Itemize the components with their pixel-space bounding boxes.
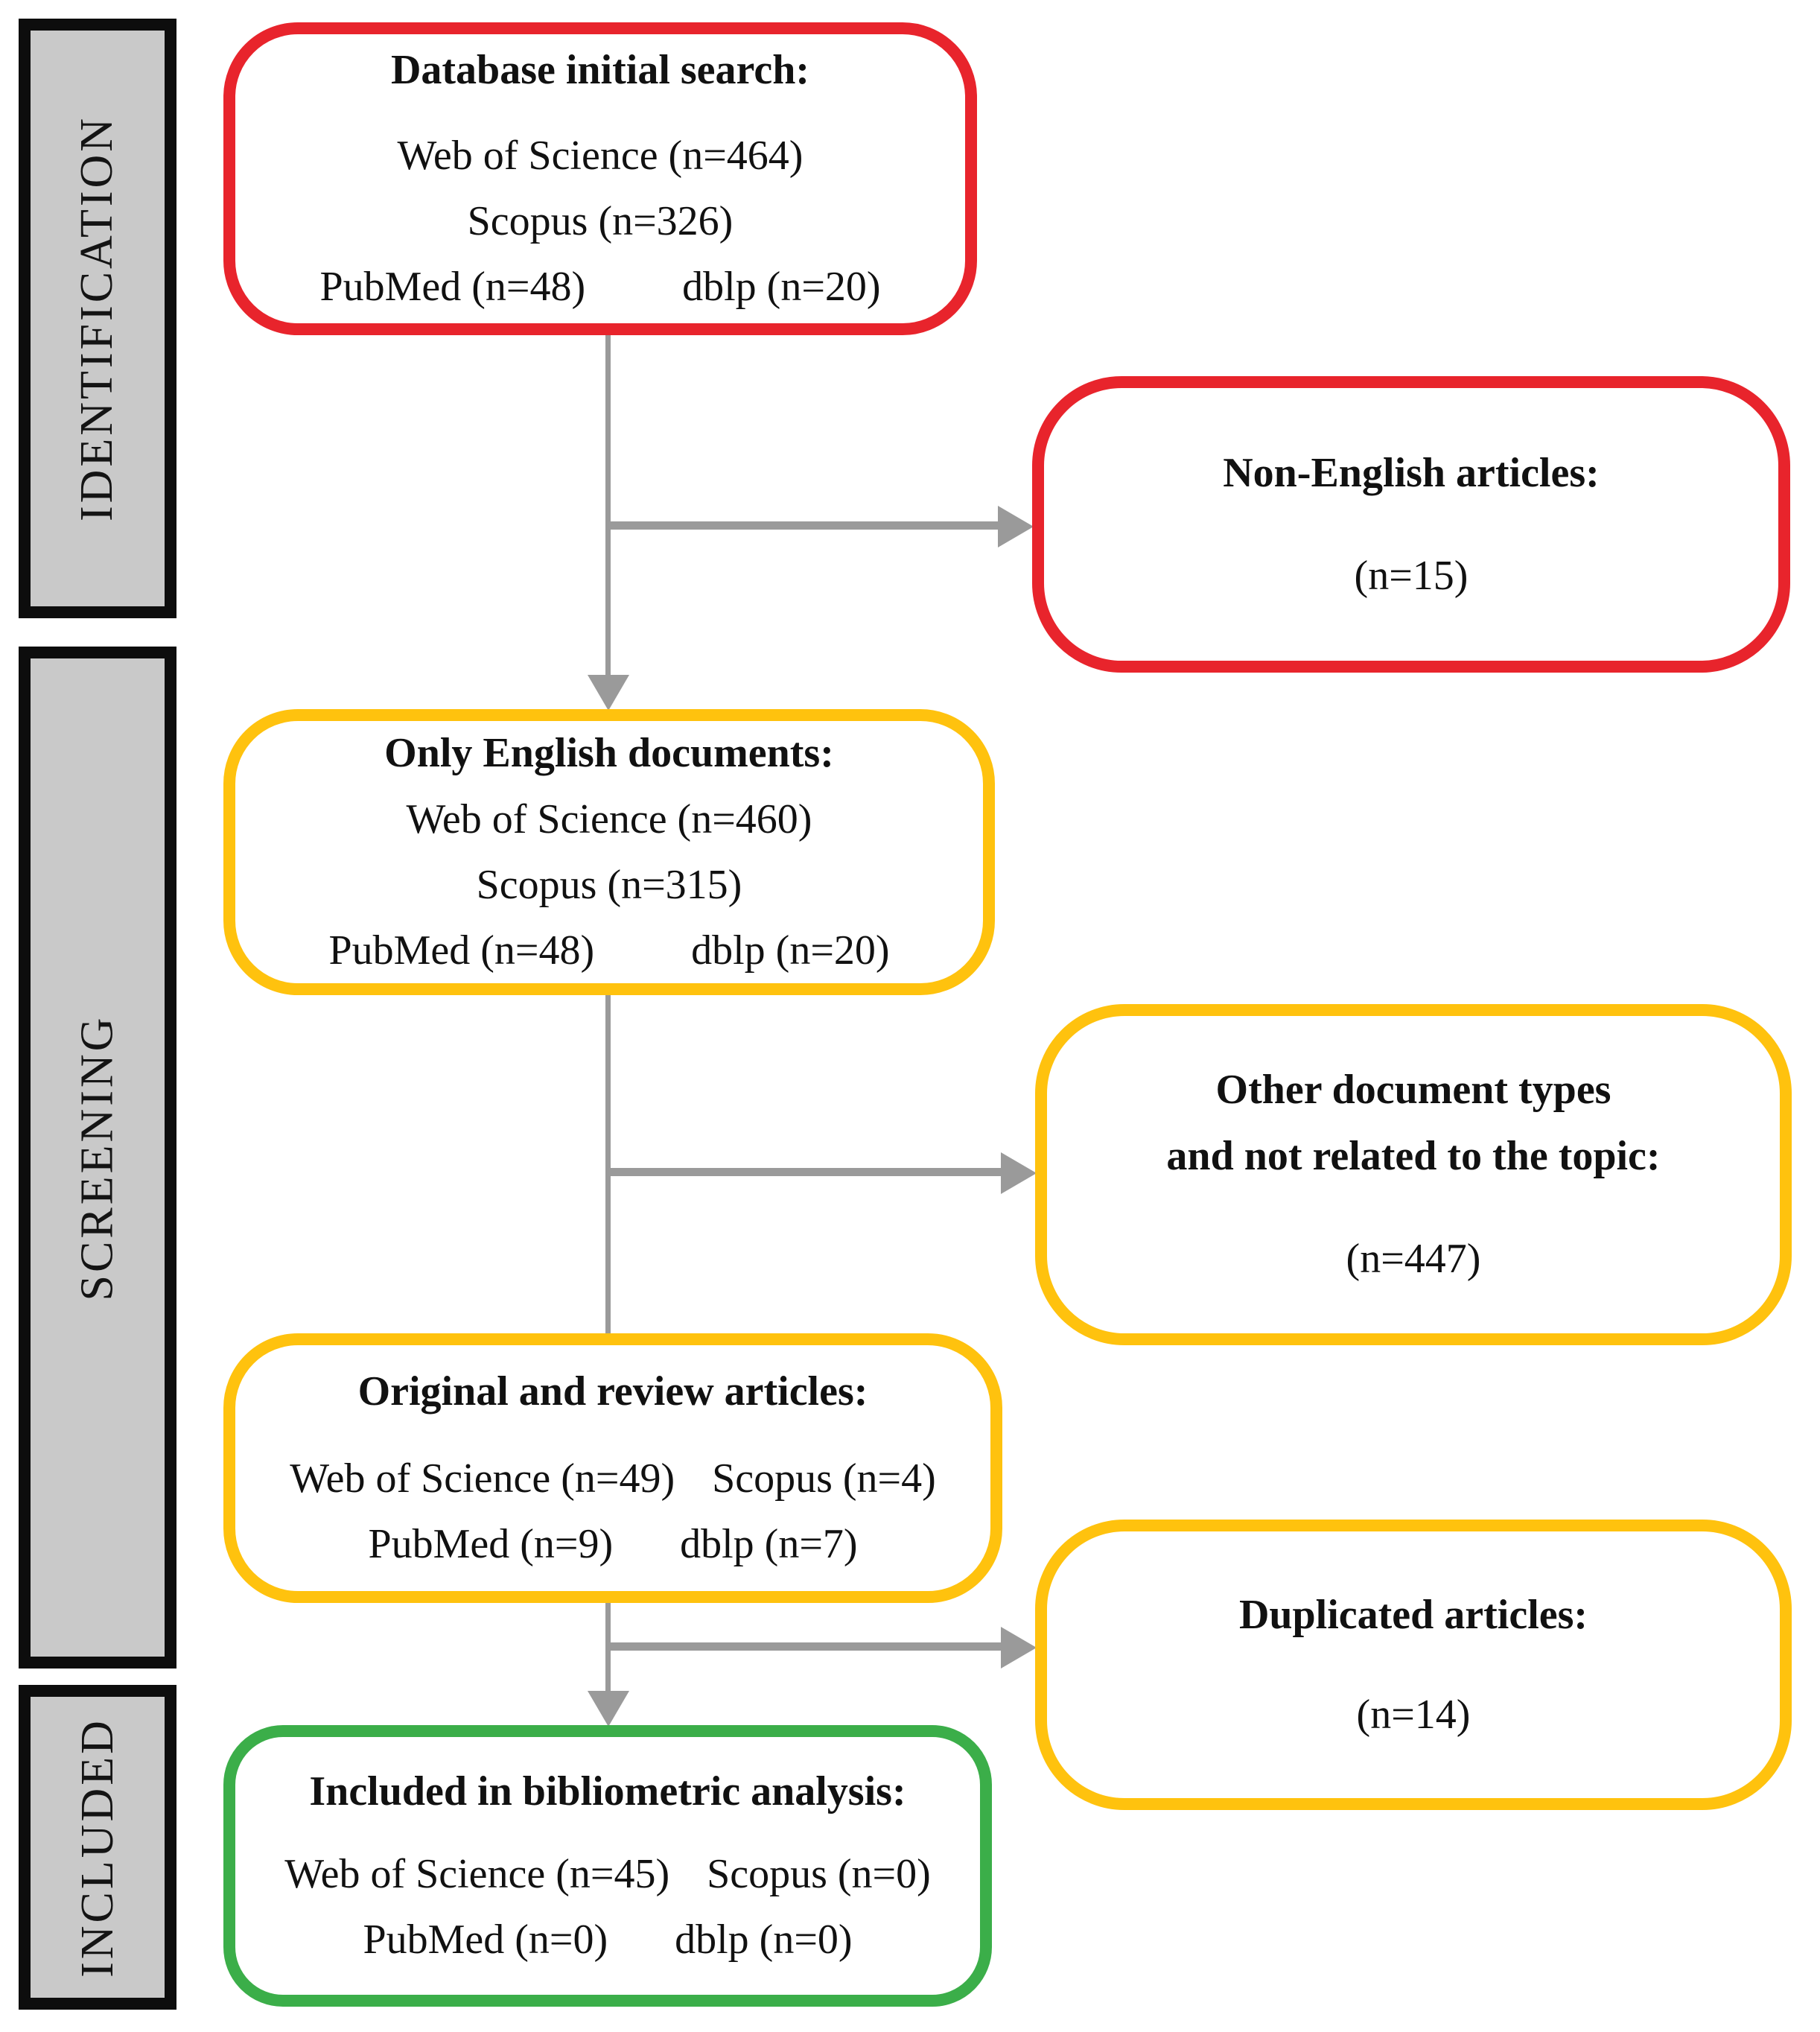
box-other-document-types: Other document types and not related to … bbox=[1035, 1004, 1792, 1345]
count-value: dblp (n=20) bbox=[682, 264, 881, 311]
box-database-initial-search: Database initial search: Web of Science … bbox=[223, 22, 977, 335]
count-value: Scopus (n=0) bbox=[707, 1850, 931, 1897]
count-value: PubMed (n=0) bbox=[363, 1917, 608, 1963]
stage-screening-label: SCREENING bbox=[71, 1015, 123, 1301]
count-value: Web of Science (n=49) bbox=[290, 1455, 675, 1502]
connector-line bbox=[605, 335, 611, 675]
arrow-down-icon bbox=[588, 675, 629, 711]
connector-line bbox=[608, 1642, 1001, 1651]
box-title: Included in bibliometric analysis: bbox=[309, 1768, 906, 1815]
box-original-review-articles: Original and review articles: Web of Sci… bbox=[223, 1333, 1002, 1603]
count-line: PubMed (n=48) dblp (n=20) bbox=[328, 918, 889, 983]
count-value: (n=14) bbox=[1356, 1692, 1471, 1738]
count-value: (n=447) bbox=[1346, 1236, 1481, 1283]
box-title: Duplicated articles: bbox=[1238, 1591, 1588, 1638]
count-line: PubMed (n=48) dblp (n=20) bbox=[319, 254, 880, 320]
box-title: and not related to the topic: bbox=[1166, 1132, 1661, 1179]
count-value: PubMed (n=9) bbox=[368, 1521, 614, 1568]
count-line: PubMed (n=9) dblp (n=7) bbox=[368, 1511, 857, 1577]
count-value: Scopus (n=4) bbox=[712, 1455, 936, 1502]
count-value: dblp (n=20) bbox=[691, 927, 890, 974]
stage-identification: IDENTIFICATION bbox=[19, 19, 176, 618]
box-non-english-articles: Non-English articles: (n=15) bbox=[1032, 376, 1790, 673]
stage-included-label: INCLUDED bbox=[71, 1717, 123, 1978]
connector-line bbox=[608, 1168, 1001, 1176]
count-line: PubMed (n=0) dblp (n=0) bbox=[363, 1907, 852, 1972]
count-value: dblp (n=7) bbox=[680, 1521, 858, 1568]
stage-screening: SCREENING bbox=[19, 647, 176, 1669]
box-duplicated-articles: Duplicated articles: (n=14) bbox=[1035, 1520, 1792, 1810]
box-only-english-documents: Only English documents: Web of Science (… bbox=[223, 709, 995, 995]
count-line: Web of Science (n=45) Scopus (n=0) bbox=[284, 1841, 931, 1907]
stage-identification-label: IDENTIFICATION bbox=[71, 115, 123, 522]
count-value: Web of Science (n=45) bbox=[284, 1850, 670, 1897]
count-value: PubMed (n=48) bbox=[328, 927, 595, 974]
arrow-right-icon bbox=[1001, 1627, 1037, 1669]
count-line: Web of Science (n=460) bbox=[406, 796, 812, 842]
box-included-bibliometric-analysis: Included in bibliometric analysis: Web o… bbox=[223, 1725, 992, 2007]
count-value: (n=15) bbox=[1354, 553, 1469, 599]
box-title: Non-English articles: bbox=[1223, 449, 1600, 496]
arrow-right-icon bbox=[998, 506, 1034, 547]
count-line: Scopus (n=315) bbox=[476, 862, 742, 908]
count-value: dblp (n=0) bbox=[675, 1917, 853, 1963]
box-title: Other document types bbox=[1215, 1067, 1611, 1114]
box-title: Only English documents: bbox=[384, 730, 834, 777]
connector-line bbox=[608, 521, 998, 530]
connector-line bbox=[605, 995, 611, 1333]
stage-included: INCLUDED bbox=[19, 1685, 176, 2010]
count-line: Web of Science (n=49) Scopus (n=4) bbox=[290, 1446, 936, 1511]
box-title: Original and review articles: bbox=[357, 1368, 868, 1415]
arrow-right-icon bbox=[1001, 1152, 1037, 1194]
count-line: Web of Science (n=464) bbox=[397, 132, 804, 179]
box-title: Database initial search: bbox=[390, 47, 810, 94]
arrow-down-icon bbox=[588, 1691, 629, 1727]
count-line: Scopus (n=326) bbox=[467, 198, 734, 244]
count-value: PubMed (n=48) bbox=[319, 264, 586, 311]
